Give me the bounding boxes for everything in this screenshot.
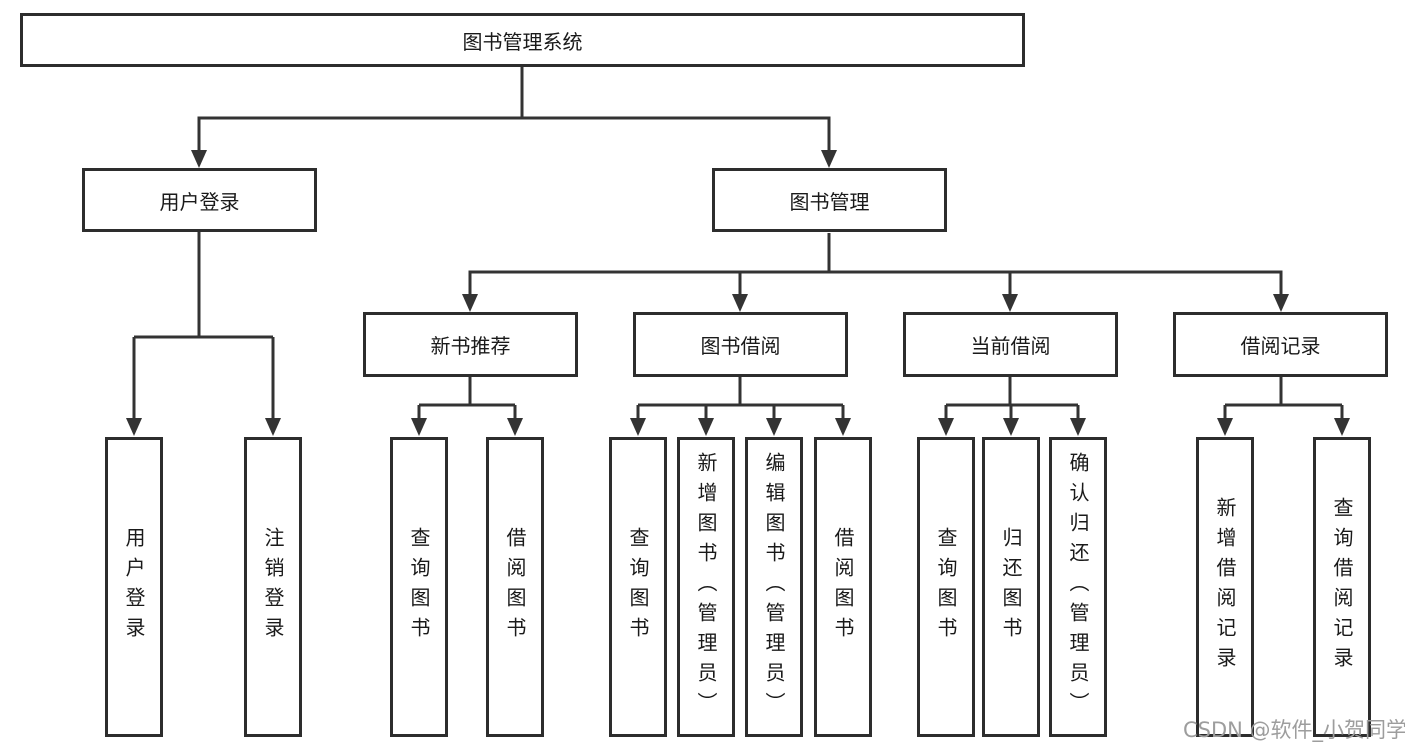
node-book-management: 图书管理 [712,168,947,232]
node-book-borrow-label: 图书借阅 [700,334,781,358]
node-current-borrow-label: 当前借阅 [970,334,1051,358]
leaf-query-borrow-record-label: 查询借阅记录 [1330,497,1354,677]
leaf-query-books-recommend-label: 查询图书 [407,527,431,647]
connector-userlogin-to-leaves [132,232,275,423]
node-book-management-label: 图书管理 [789,189,870,214]
leaf-confirm-return-admin-label: 确认归还（管理员） [1066,452,1090,722]
leaf-query-borrow-record: 查询借阅记录 [1313,437,1371,737]
leaf-edit-book-admin-label: 编辑图书（管理员） [762,452,786,722]
leaf-query-books-current: 查询图书 [917,437,975,737]
connector-bookmgmt-to-level3 [468,233,1283,297]
leaf-user-login-label: 用户登录 [122,527,146,647]
connector-borrow-to-leaves [636,377,845,423]
leaf-logout-label: 注销登录 [261,527,285,647]
leaf-query-books-borrow: 查询图书 [609,437,667,737]
csdn-watermark: CSDN @软件_小贺同学 [1183,718,1405,742]
arrowheads [126,150,1350,436]
connector-recommend-to-leaves [417,377,517,423]
leaf-query-books-borrow-label: 查询图书 [626,527,650,647]
leaf-user-login: 用户登录 [105,437,163,737]
leaf-confirm-return-admin: 确认归还（管理员） [1049,437,1107,737]
leaf-query-books-current-label: 查询图书 [934,527,958,647]
node-new-book-recommend: 新书推荐 [363,312,578,377]
leaf-add-book-admin: 新增图书（管理员） [677,437,735,737]
leaf-add-borrow-record: 新增借阅记录 [1196,437,1254,737]
leaf-borrow-books-recommend: 借阅图书 [486,437,544,737]
leaf-add-book-admin-label: 新增图书（管理员） [694,452,718,722]
leaf-borrow-books-borrow-label: 借阅图书 [831,527,855,647]
leaf-return-book: 归还图书 [982,437,1040,737]
node-user-login-label: 用户登录 [159,189,240,214]
node-root-label: 图书管理系统 [462,29,583,54]
leaf-logout: 注销登录 [244,437,302,737]
leaf-return-book-label: 归还图书 [999,527,1023,647]
node-borrow-records: 借阅记录 [1173,312,1388,377]
node-book-borrow: 图书借阅 [633,312,848,377]
node-root: 图书管理系统 [20,13,1025,67]
connector-root-to-level2 [197,67,831,153]
leaf-add-borrow-record-label: 新增借阅记录 [1213,497,1237,677]
leaf-borrow-books-recommend-label: 借阅图书 [503,527,527,647]
node-current-borrow: 当前借阅 [903,312,1118,377]
connector-records-to-leaves [1223,377,1344,423]
node-borrow-records-label: 借阅记录 [1240,334,1321,358]
leaf-query-books-recommend: 查询图书 [390,437,448,737]
node-user-login: 用户登录 [82,168,317,232]
leaf-edit-book-admin: 编辑图书（管理员） [745,437,803,737]
node-new-book-recommend-label: 新书推荐 [430,334,511,358]
leaf-borrow-books-borrow: 借阅图书 [814,437,872,737]
connector-current-to-leaves [944,377,1080,423]
